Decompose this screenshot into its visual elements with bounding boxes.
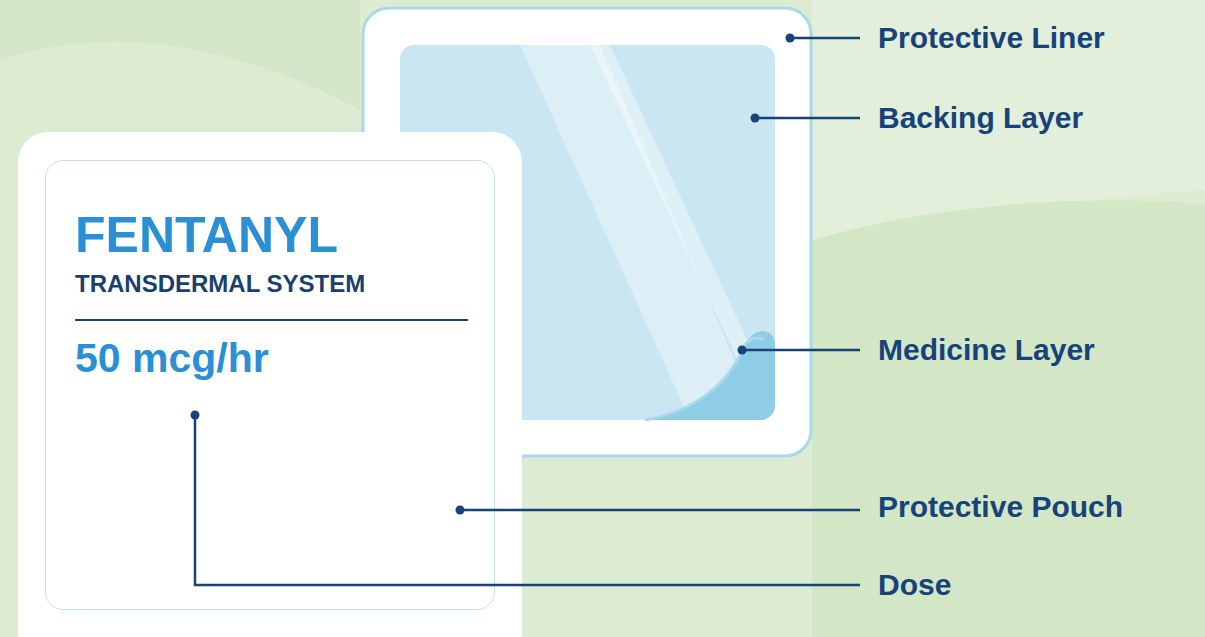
shine-stripe [520,45,760,420]
product-type: TRANSDERMAL SYSTEM [75,272,365,296]
dose-text: 50 mcg/hr [75,338,269,379]
leader-dot [456,506,465,515]
background-wave [0,0,360,110]
part-label: Backing Layer [878,103,1083,133]
leader-dot [751,114,760,123]
medicine-layer-curl [645,331,775,420]
protective-pouch: FENTANYL TRANSDERMAL SYSTEM 50 mcg/hr [18,132,522,637]
leader-line [790,37,860,40]
leader-dot [738,346,747,355]
leader-dot [191,411,200,420]
part-label: Medicine Layer [878,335,1095,365]
part-label: Dose [878,570,951,600]
part-label: Protective Liner [878,23,1105,53]
part-label: Protective Pouch [878,492,1123,522]
divider-line [75,319,468,321]
leader-line [742,349,860,352]
curl-edge [645,338,764,420]
leader-line [195,415,860,585]
leader-dot [786,34,795,43]
leader-line [755,117,860,120]
product-name: FENTANYL [75,210,338,260]
background-wave [812,201,1205,637]
shine-stripe [590,45,775,440]
leader-line [460,509,860,512]
